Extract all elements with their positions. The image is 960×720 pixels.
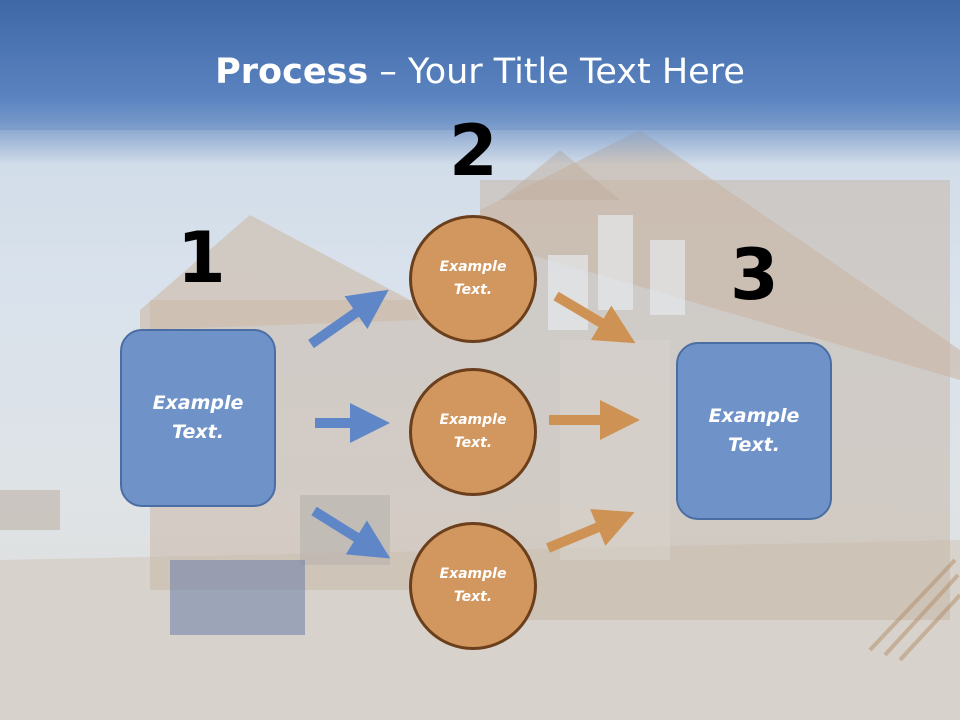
circle-middle-line1: Example	[439, 412, 507, 428]
circle-bottom-line1: Example	[439, 566, 507, 582]
right-box-line1: Example	[708, 405, 800, 427]
circle-top-line1: Example	[439, 259, 507, 275]
title-bold: Process	[215, 52, 369, 92]
circle-bottom-line2: Text.	[453, 589, 493, 605]
arrow-left-to-bottom	[311, 506, 391, 559]
circle-top-line2: Text.	[453, 282, 493, 298]
slide-title: Process – Your Title Text Here	[0, 52, 960, 92]
left-box-line2: Text.	[172, 421, 224, 443]
title-band	[0, 0, 960, 130]
arrow-bottom-to-right	[546, 508, 635, 553]
arrow-left-to-top	[308, 289, 389, 349]
step-number-1: 1	[177, 217, 226, 299]
circle-middle-line2: Text.	[453, 435, 493, 451]
step-number-3: 3	[730, 234, 779, 316]
right-box-line2: Text.	[728, 434, 780, 456]
title-fade	[0, 125, 960, 165]
left-box-line1: Example	[152, 392, 244, 414]
title-rest: – Your Title Text Here	[368, 52, 745, 92]
arrow-top-to-right	[553, 291, 636, 344]
step-number-2: 2	[449, 110, 498, 192]
